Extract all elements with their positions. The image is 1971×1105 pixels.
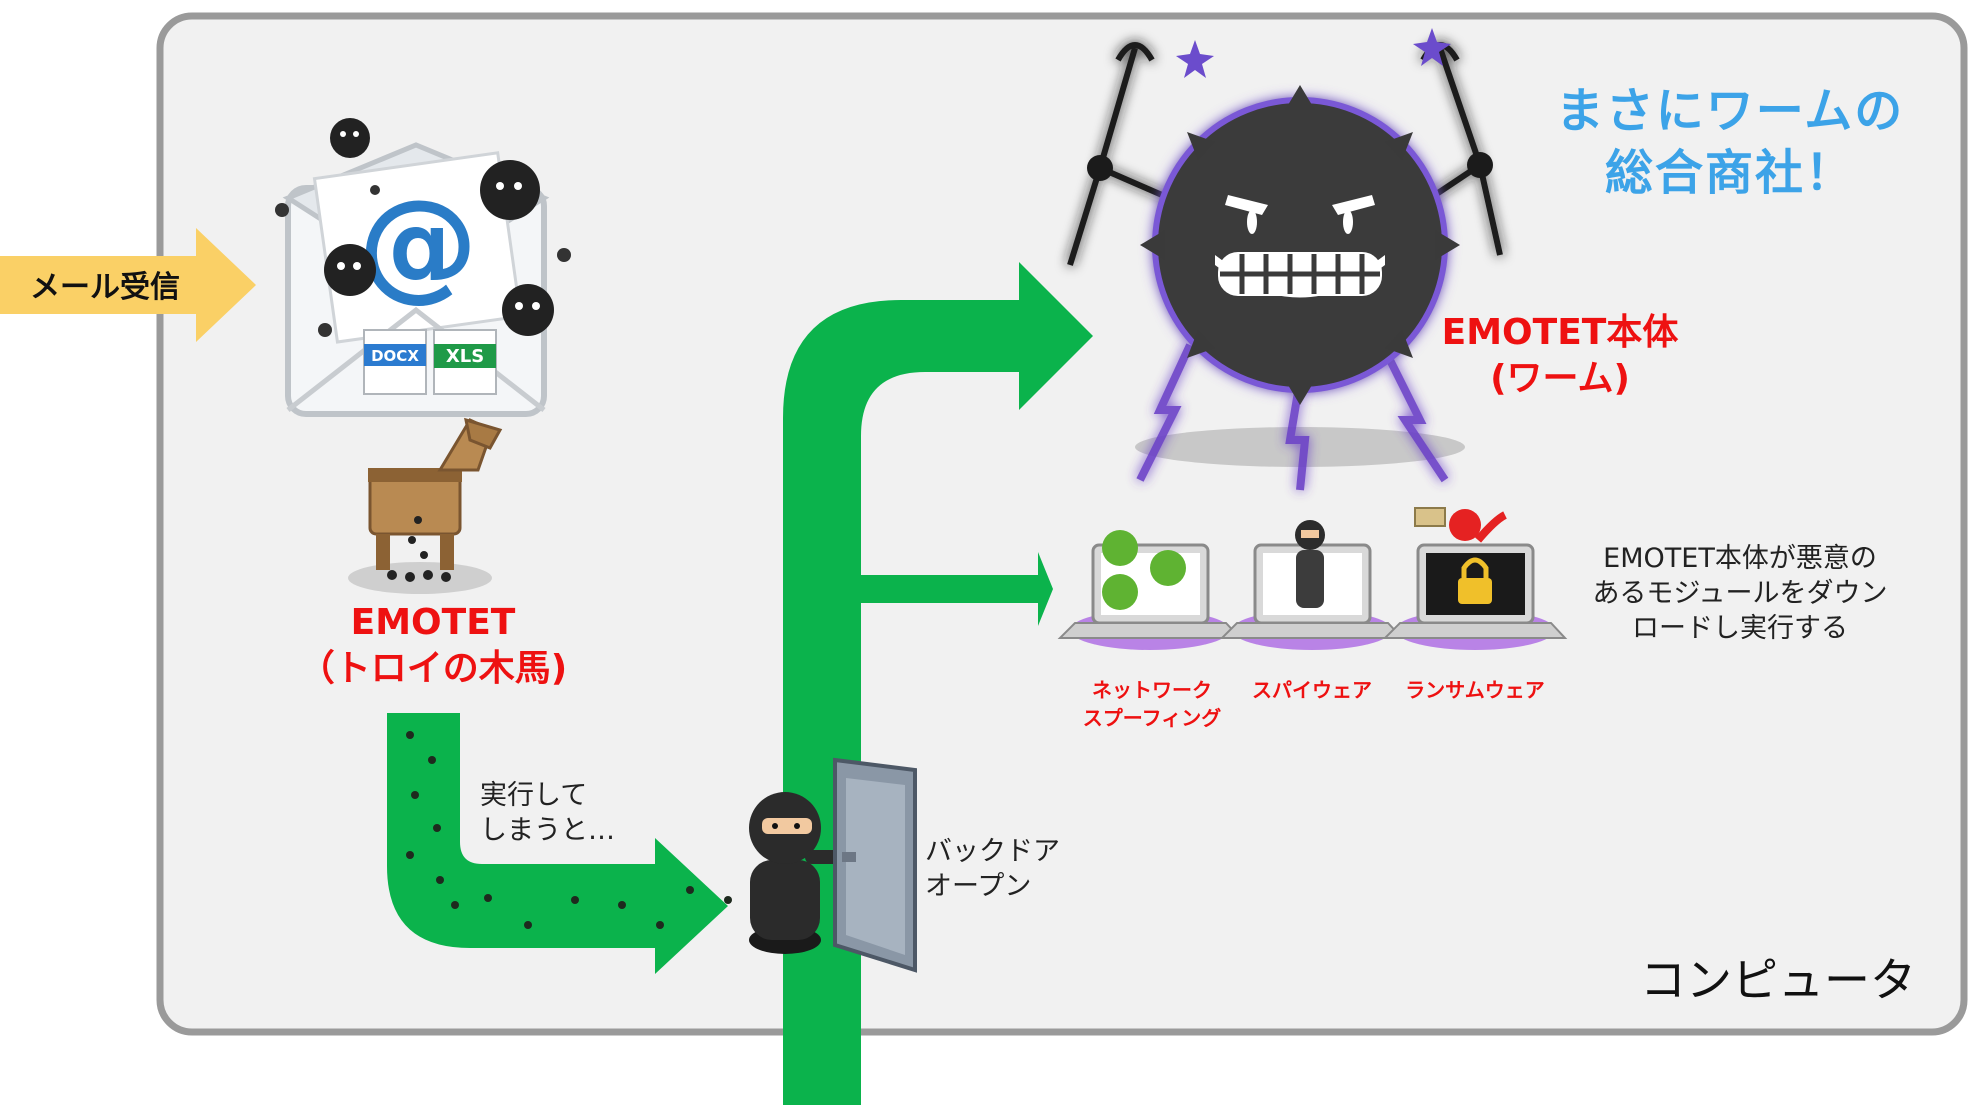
trojan-horse-icon [348,417,503,594]
xls-label: XLS [446,346,484,367]
trojan-title-line2: （トロイの木馬) [298,648,568,689]
mail-incoming-arrow [0,228,256,342]
thief-icon [749,792,845,954]
module-label-ransomware: ランサムウェア [1385,676,1565,704]
module-label-spoofing-line1: ネットワーク [1092,678,1212,702]
backdoor-note-line2: オープン [925,871,1032,902]
download-note: EMOTET本体が悪意の あるモジュールをダウン ロードし実行する [1565,541,1915,646]
virus-icon [480,160,540,220]
email-icon: @ DOCX XLS [275,118,571,417]
mail-received-label: メール受信 [30,270,180,305]
docx-label: DOCX [371,347,419,365]
module-download-arrow [861,552,1053,626]
download-note-line1: EMOTET本体が悪意の [1603,543,1877,574]
trojan-title: EMOTET （トロイの木馬) [283,600,583,692]
module-label-spoofing-line2: スプーフィング [1082,706,1222,730]
svg-text:@: @ [358,175,478,314]
ransom-laptop-icon [1382,507,1568,650]
download-note-line2: あるモジュールをダウン [1592,578,1888,609]
backdoor-note: バックドア オープン [925,834,1060,904]
worm-title-line1: EMOTET本体 [1441,312,1679,353]
spy-laptop-icon [1219,520,1405,650]
virus-icon [330,118,370,158]
trojan-title-line1: EMOTET [350,602,516,643]
worm-title: EMOTET本体 (ワーム) [1410,310,1710,402]
computer-label: コンピュータ [1640,953,1916,1007]
backdoor-icon [833,757,917,973]
trojan-execution-arrow [387,713,728,974]
module-label-spoofing: ネットワーク スプーフィング [1062,676,1242,732]
computer-boundary [156,12,1968,1036]
catchphrase-line1: まさにワームの [1555,83,1905,139]
catchphrase: まさにワームの 総合商社！ [1540,80,1920,204]
worm-title-line2: (ワーム) [1490,358,1630,399]
xls-attachment: XLS [433,329,497,395]
emotet-worm-icon [1067,28,1503,491]
virus-icon [324,244,376,296]
module-label-spyware-line1: スパイウェア [1252,678,1372,702]
module-label-ransomware-line1: ランサムウェア [1405,678,1545,702]
run-note: 実行して しまうと… [480,778,615,848]
run-note-line1: 実行して [480,780,588,811]
catchphrase-line2: 総合商社！ [1604,145,1855,201]
virus-icon [502,284,554,336]
run-note-line2: しまうと… [480,815,615,846]
backdoor-note-line1: バックドア [925,836,1060,867]
download-note-line3: ロードし実行する [1632,613,1848,644]
virus-laptop-icon [1057,530,1243,650]
module-label-spyware: スパイウェア [1222,676,1402,704]
docx-attachment: DOCX [363,329,427,395]
